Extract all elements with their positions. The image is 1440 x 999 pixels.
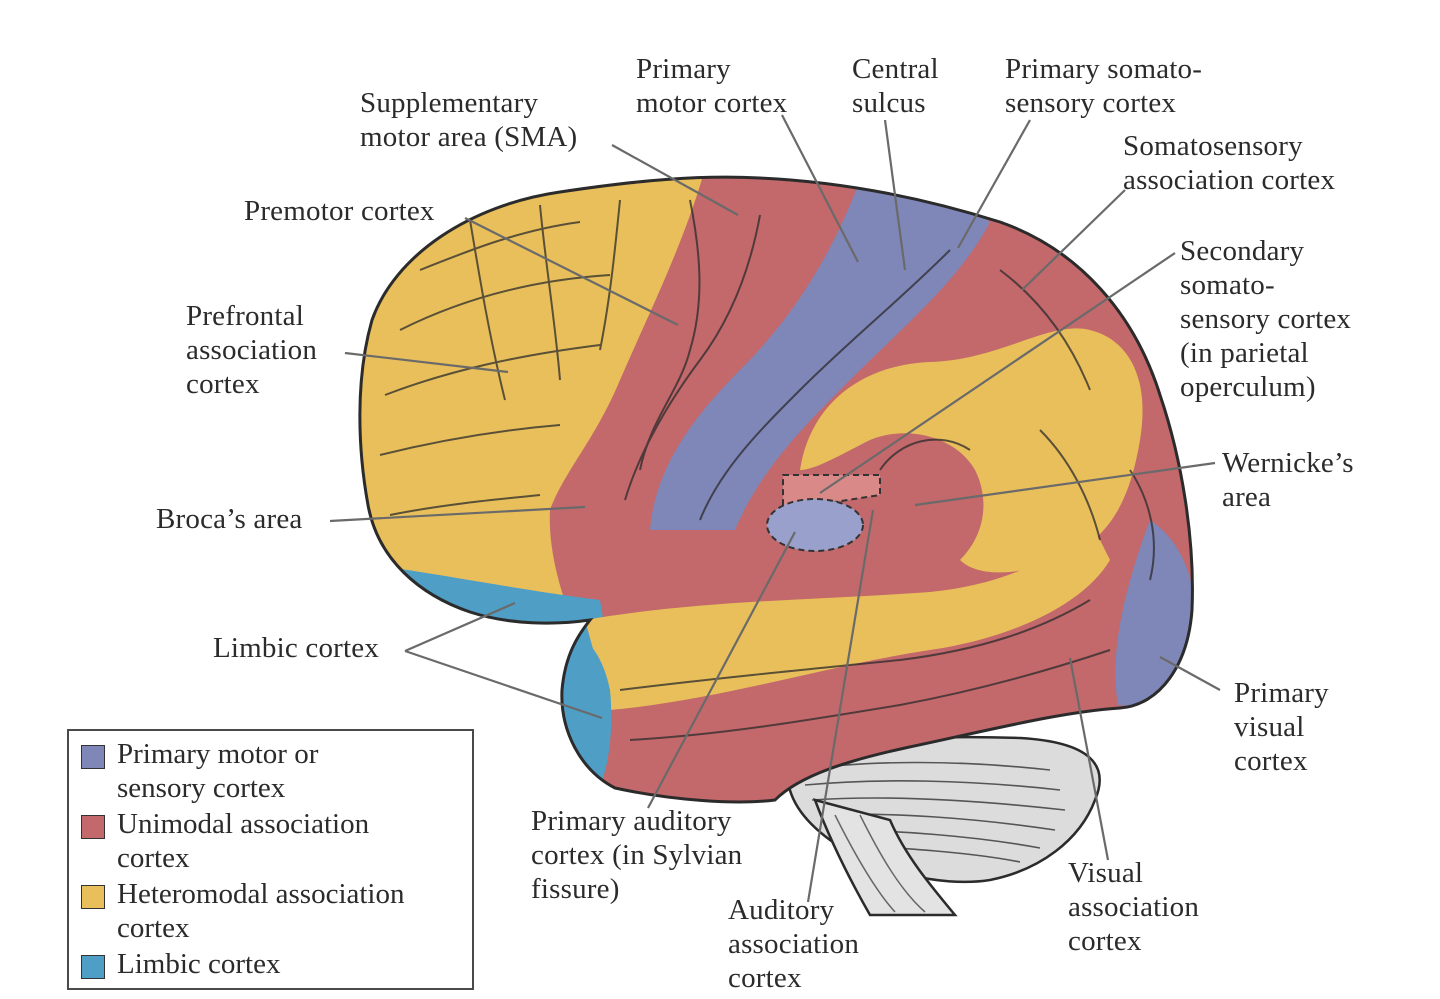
label-premotor-cortex: Premotor cortex	[244, 195, 435, 227]
legend-swatch-primary	[81, 745, 105, 769]
leader-lines	[329, 114, 1221, 903]
legend-swatch-limbic	[81, 955, 105, 979]
legend-item-limbic: Limbic cortex	[81, 947, 280, 981]
label-primary-somatosensory: Primary somato-sensory cortex	[1005, 53, 1203, 119]
legend-item-heteromodal: Heteromodal association cortex	[81, 877, 405, 945]
label-limbic-cortex: Limbic cortex	[213, 632, 380, 664]
legend-swatch-heteromodal	[81, 885, 105, 909]
brainstem	[812, 798, 958, 917]
legend-item-unimodal: Unimodal association cortex	[81, 807, 369, 875]
temporal-heteromodal-band	[585, 520, 1110, 710]
primary-visual-region	[1115, 520, 1193, 706]
parietal-heteromodal-region	[800, 328, 1143, 573]
brain-outline	[358, 175, 1194, 804]
legend: Primary motor or sensory cortex Unimodal…	[67, 729, 474, 990]
legend-swatch-unimodal	[81, 815, 105, 839]
legend-item-primary: Primary motor or sensory cortex	[81, 737, 318, 805]
label-brocas-area: Broca’s area	[156, 503, 303, 535]
